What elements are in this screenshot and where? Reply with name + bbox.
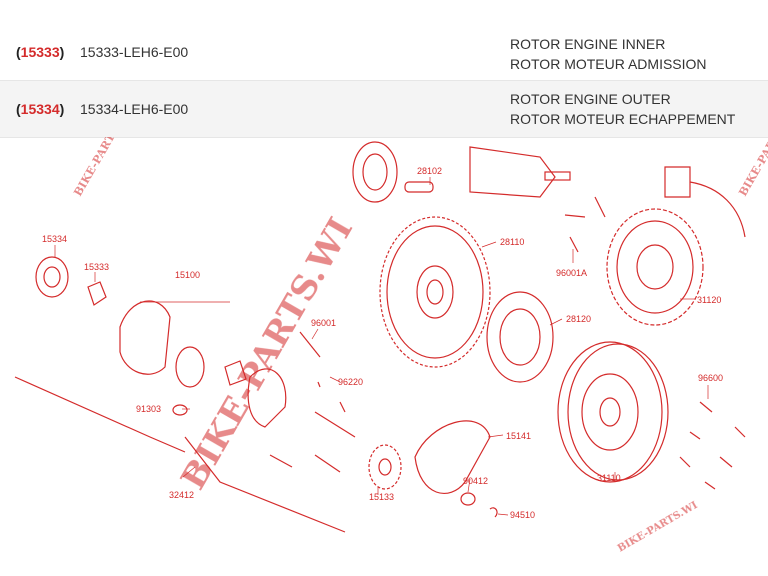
rod-32412 <box>14 376 346 533</box>
diagram-label: 90412 <box>463 476 488 486</box>
table-row[interactable]: (15334) 15334-LEH6-E00 ROTOR ENGINE OUTE… <box>0 81 768 138</box>
part-ref: (15333) <box>16 44 65 60</box>
part-description: ROTOR ENGINE OUTER ROTOR MOTEUR ECHAPPEM… <box>510 89 735 129</box>
part-code: 15333-LEH6-E00 <box>80 44 189 60</box>
clip-94510 <box>489 507 498 518</box>
diagram-label: 32412 <box>169 490 194 500</box>
watermark-text-small: BIKE-PARTS.WI <box>71 137 132 199</box>
diagram-label: 96001A <box>556 268 587 278</box>
diagram-label: 15133 <box>369 492 394 502</box>
diagram-label: 94510 <box>510 510 535 520</box>
bolts-96001a <box>564 196 606 253</box>
diagram-label: 31110 <box>597 473 621 483</box>
diagram-label: 15333 <box>84 262 109 272</box>
diagram-label: 96220 <box>338 377 363 387</box>
desc-fr: ROTOR MOTEUR ECHAPPEMENT <box>510 111 736 127</box>
desc-en: ROTOR ENGINE OUTER <box>510 91 671 107</box>
table-row[interactable]: (15333) 15333-LEH6-E00 ROTOR ENGINE INNE… <box>0 0 768 81</box>
leader-lines <box>54 177 709 516</box>
diagram-label: 28110 <box>500 237 524 247</box>
pump-15100 <box>119 300 287 428</box>
exploded-parts-diagram: 28102 28110 96001A 31120 15334 15333 151… <box>14 137 768 555</box>
diagram-labels: 28102 28110 96001A 31120 15334 15333 151… <box>42 166 723 520</box>
rotor-outer-15334 <box>35 256 69 298</box>
stator-31120 <box>606 166 746 326</box>
diagram-label: 15334 <box>42 234 67 244</box>
watermark-text: BIKE-PARTS.WI <box>173 211 361 496</box>
watermark-text-small: BIKE-PARTS.WI <box>616 500 700 555</box>
parts-table: (15333) 15333-LEH6-E00 ROTOR ENGINE INNE… <box>0 0 768 138</box>
flywheel-31110 <box>557 341 669 483</box>
bolts-96600 <box>679 401 746 490</box>
part-ref: (15334) <box>16 101 65 117</box>
desc-en: ROTOR ENGINE INNER <box>510 36 666 52</box>
ring-28120 <box>486 291 554 383</box>
diagram-label: 91303 <box>136 404 161 414</box>
gear-28110 <box>379 216 491 368</box>
diagram-label: 31120 <box>697 295 721 305</box>
diagram-label: 28120 <box>566 314 591 324</box>
watermark-text-small: BIKE-PARTS.WI <box>736 137 768 199</box>
diagram-label: 15100 <box>175 270 200 280</box>
diagram-label: 96001 <box>311 318 336 328</box>
rotor-inner-15333 <box>87 281 107 306</box>
desc-fr: ROTOR MOTEUR ADMISSION <box>510 56 707 72</box>
diagram-label: 96600 <box>698 373 723 383</box>
sprocket-15133 <box>368 444 402 490</box>
shafts <box>269 331 356 473</box>
starter-motor <box>469 146 571 198</box>
washer-91303 <box>172 404 188 416</box>
washer-90412 <box>460 492 476 506</box>
pin-28102 <box>404 181 434 193</box>
diagram-label: 28102 <box>417 166 442 176</box>
part-description: ROTOR ENGINE INNER ROTOR MOTEUR ADMISSIO… <box>510 34 707 74</box>
part-code: 15334-LEH6-E00 <box>80 101 189 117</box>
diagram-label: 15141 <box>506 431 531 441</box>
small-gear-top <box>352 141 398 203</box>
